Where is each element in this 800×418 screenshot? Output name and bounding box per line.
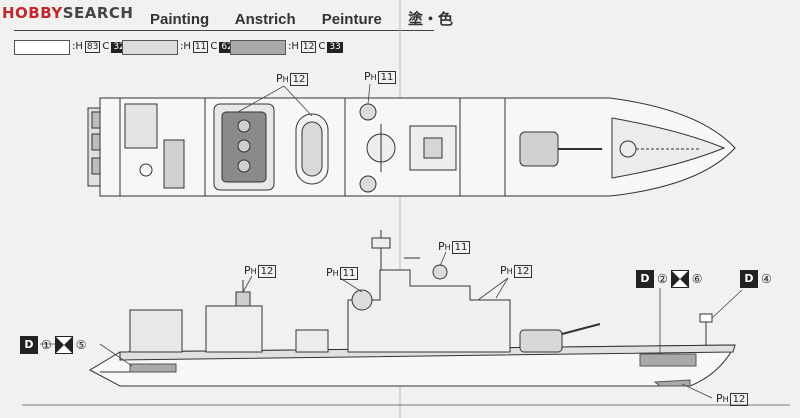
marking-num: ①	[41, 338, 52, 352]
marking-hull: D ② ⑥	[636, 270, 703, 288]
instruction-header: HOBBYSEARCH Painting Anstrich Peinture 塗…	[0, 0, 800, 34]
side-view-hull	[88, 230, 736, 387]
swatch-white-box	[14, 40, 70, 55]
logo-sub: SEARCH	[62, 4, 134, 22]
top-view-hull	[87, 97, 736, 197]
marking-stern: D ① ⑤	[20, 336, 87, 354]
marking-bow: D ④	[740, 270, 772, 288]
decal-icon: D	[636, 270, 654, 288]
marking-num: ④	[761, 272, 772, 286]
marking-num: ②	[657, 272, 668, 286]
marking-num: ⑥	[691, 272, 703, 286]
swatch-dark-gray-box	[230, 40, 286, 55]
header-underline	[14, 30, 434, 31]
flag-icon	[670, 270, 689, 288]
painting-title: Painting Anstrich Peinture 塗・色	[150, 11, 453, 28]
decal-icon: D	[740, 270, 758, 288]
marking-num: ⑤	[75, 338, 87, 352]
flag-icon	[54, 336, 73, 354]
hobbysearch-logo: HOBBYSEARCH	[2, 4, 134, 22]
decal-icon: D	[20, 336, 38, 354]
swatch-light-gray-box	[122, 40, 178, 55]
logo-main: HOBBY	[2, 4, 63, 22]
leader-lines	[40, 83, 743, 399]
